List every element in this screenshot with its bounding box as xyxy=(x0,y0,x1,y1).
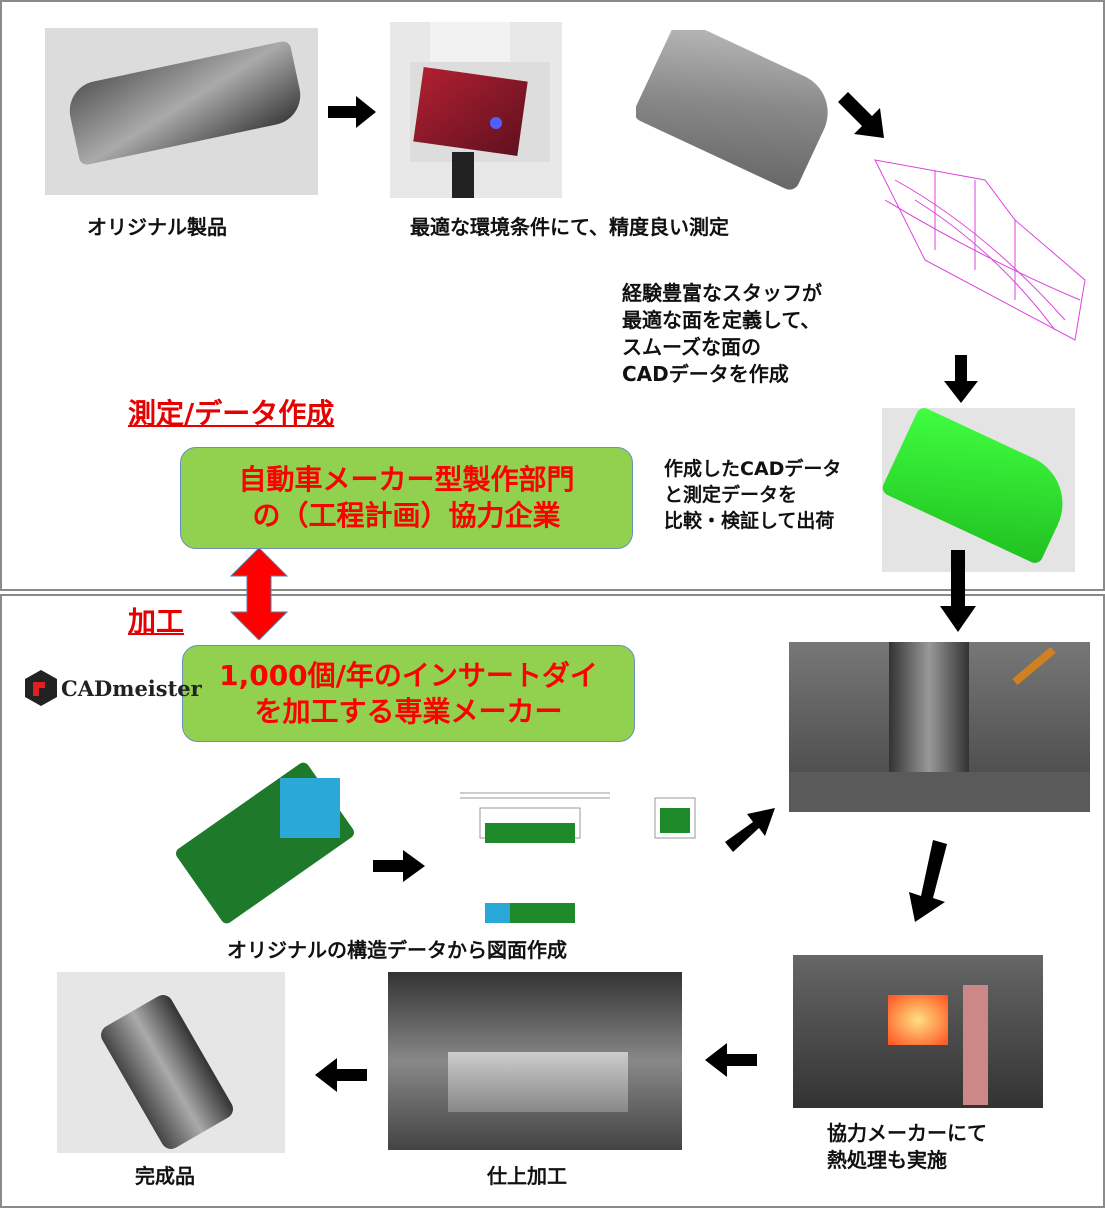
text-line: 経験豊富なスタッフが xyxy=(622,281,822,305)
machining-section-frame xyxy=(0,594,1105,1208)
heat-treatment-label: 協力メーカーにて 熱処理も実施 xyxy=(827,1120,987,1174)
arrow-icon xyxy=(328,96,376,128)
maker-box: 1,000個/年のインサートダイ を加工する専業メーカー xyxy=(182,645,635,742)
text-line: 最適な面を定義して、 xyxy=(622,308,821,332)
original-product-photo xyxy=(45,28,318,195)
text-line: 作成したCADデータ xyxy=(664,458,842,480)
text-line: CADデータを作成 xyxy=(622,362,789,386)
arrow-icon xyxy=(940,550,976,632)
partner-line: の（工程計画）協力企業 xyxy=(252,499,561,532)
text-line: 比較・検証して出荷 xyxy=(664,510,835,532)
text-line: と測定データを xyxy=(664,484,798,506)
arrow-icon xyxy=(315,1058,367,1092)
maker-line: を加工する専業メーカー xyxy=(254,694,563,728)
finished-label: 完成品 xyxy=(135,1164,195,1188)
heat-treatment-photo xyxy=(793,955,1043,1108)
partner-box: 自動車メーカー型製作部門 の（工程計画）協力企業 xyxy=(180,447,633,549)
logo-icon xyxy=(25,670,57,706)
arrow-icon xyxy=(373,850,425,882)
structure-model xyxy=(170,758,355,925)
engineering-drawing xyxy=(430,778,720,930)
arrow-icon xyxy=(909,840,947,922)
partner-line: 自動車メーカー型製作部門 xyxy=(238,463,575,496)
text-line: 熱処理も実施 xyxy=(827,1148,947,1172)
scanner-photo xyxy=(390,22,562,198)
compare-label: 作成したCADデータ と測定データを 比較・検証して出荷 xyxy=(664,456,841,534)
milling-photo xyxy=(789,642,1090,812)
arrow-icon xyxy=(838,92,884,138)
cad-gray-model xyxy=(636,30,830,190)
cadmeister-logo: CADmeister xyxy=(25,670,202,706)
finished-product-photo xyxy=(57,972,285,1153)
measure-section-title: 測定/データ作成 xyxy=(128,397,335,430)
measurement-label: 最適な環境条件にて、精度良い測定 xyxy=(410,215,729,239)
text-line: 協力メーカーにて xyxy=(827,1121,987,1145)
drawing-label: オリジナルの構造データから図面作成 xyxy=(227,938,567,962)
arrow-icon xyxy=(944,355,978,403)
maker-line: 1,000個/年のインサートダイ xyxy=(219,658,598,692)
staff-cad-label: 経験豊富なスタッフが 最適な面を定義して、 スムーズな面の CADデータを作成 xyxy=(622,280,822,388)
measure-section-frame xyxy=(0,0,1105,591)
original-product-label: オリジナル製品 xyxy=(87,215,227,239)
double-arrow-icon xyxy=(230,548,288,640)
finishing-photo xyxy=(388,972,682,1150)
text-line: スムーズな面の xyxy=(622,335,761,359)
arrow-icon xyxy=(705,1043,757,1077)
arrow-icon xyxy=(725,808,775,852)
logo-text: CADmeister xyxy=(61,675,202,701)
green-cad-model xyxy=(882,408,1075,572)
wireframe-model xyxy=(865,140,1090,345)
machining-section-title: 加工 xyxy=(128,605,185,638)
finishing-label: 仕上加工 xyxy=(487,1164,567,1188)
